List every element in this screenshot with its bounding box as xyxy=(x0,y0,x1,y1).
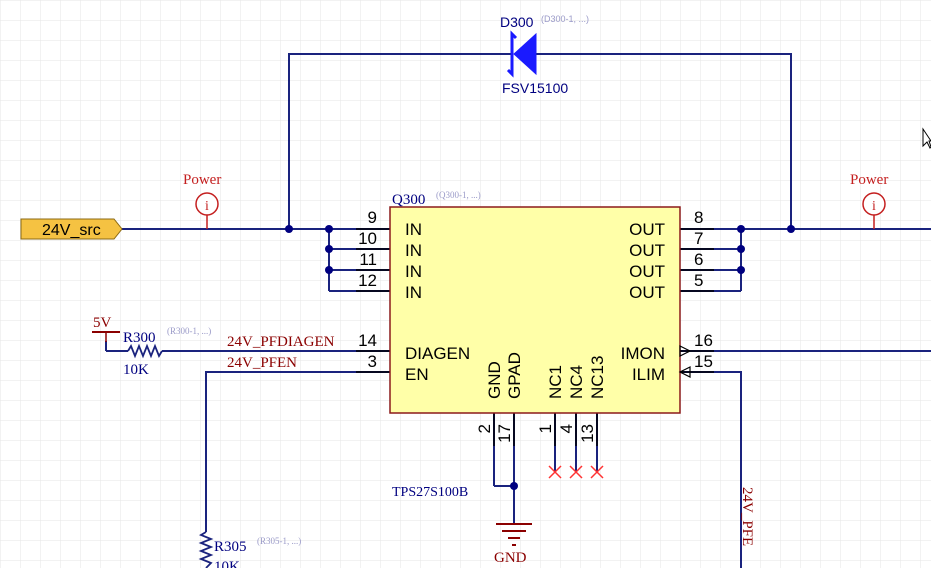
pin-output-arrow xyxy=(679,345,692,357)
pin-name-out-7: OUT xyxy=(629,241,665,260)
info-glyph: i xyxy=(205,199,209,214)
junction-dot[interactable] xyxy=(285,225,293,233)
resistor-zigzag-icon xyxy=(198,531,214,568)
pin-name-in-12: IN xyxy=(405,283,422,302)
port-24v-src[interactable]: 24V_src xyxy=(20,218,123,240)
pin-number-17: 17 xyxy=(495,424,514,443)
junction-dot[interactable] xyxy=(325,245,333,253)
resistor-annotation: (R300-1, ...) xyxy=(167,326,211,336)
no-connect-markers xyxy=(548,465,604,479)
no-connect-x-icon xyxy=(569,465,583,479)
pin-name-ilim: ILIM xyxy=(632,365,665,384)
resistor-designator: R305 xyxy=(214,539,247,555)
port-shape xyxy=(20,218,123,240)
pin-name-imon: IMON xyxy=(621,344,665,363)
pin-number-15: 15 xyxy=(694,352,713,371)
pin-number-13: 13 xyxy=(578,424,597,443)
ground-symbol-icon xyxy=(496,523,532,546)
wire-diode-anode[interactable] xyxy=(288,53,512,229)
power-port-gnd[interactable]: GND xyxy=(494,523,532,566)
supply-label: 5V xyxy=(93,315,112,331)
pin-number-9: 9 xyxy=(368,208,377,227)
pin-number-3: 3 xyxy=(368,352,377,371)
diode-designator: D300 xyxy=(500,14,534,30)
diode-value: FSV15100 xyxy=(502,80,568,96)
pin-name-in-9: IN xyxy=(405,220,422,239)
junction-dot[interactable] xyxy=(325,266,333,274)
junctions xyxy=(285,225,795,490)
info-glyph: i xyxy=(872,199,876,214)
pin-number-14: 14 xyxy=(358,331,377,350)
diode-annotation: (D300-1, ...) xyxy=(541,14,589,24)
junction-dot[interactable] xyxy=(737,225,745,233)
pin-lines xyxy=(356,228,714,446)
pin-name-gnd: GND xyxy=(485,361,504,399)
no-connect-x-icon xyxy=(590,465,604,479)
pin-number-4: 4 xyxy=(557,424,576,433)
pin-name-out-6: OUT xyxy=(629,262,665,281)
net-label-diagen[interactable]: 24V_PFDIAGEN xyxy=(227,334,335,350)
diode-d300[interactable]: D300 (D300-1, ...) FSV15100 xyxy=(500,14,589,96)
ic-annotation: (Q300-1, ...) xyxy=(436,190,481,200)
diode-cathode-bar-icon xyxy=(506,30,518,78)
junction-dot[interactable] xyxy=(510,482,518,490)
ic-designator: Q300 xyxy=(392,192,425,208)
pin-name-out-5: OUT xyxy=(629,283,665,302)
junction-dot[interactable] xyxy=(737,245,745,253)
resistor-designator: R300 xyxy=(123,330,156,346)
power-directive-left[interactable]: Power i xyxy=(183,172,221,229)
pin-number-11: 11 xyxy=(359,250,377,269)
pin-name-in-11: IN xyxy=(405,262,422,281)
pin-name-diagen: DIAGEN xyxy=(405,344,470,363)
pin-name-nc13: NC13 xyxy=(588,356,607,399)
resistor-value: 10K xyxy=(214,559,240,568)
resistor-zigzag-icon xyxy=(127,343,163,359)
pin-name-en: EN xyxy=(405,365,429,384)
pin-number-10: 10 xyxy=(358,229,377,248)
net-label-vertical[interactable]: 24V_PFE xyxy=(739,487,755,546)
junction-dot[interactable] xyxy=(737,266,745,274)
junction-dot[interactable] xyxy=(787,225,795,233)
power-directive-label: Power xyxy=(850,172,888,188)
wire-en[interactable] xyxy=(205,371,390,532)
pin-name-in-10: IN xyxy=(405,241,422,260)
pin-number-8: 8 xyxy=(694,208,703,227)
resistor-annotation: (R305-1, ...) xyxy=(257,536,301,546)
ic-q300[interactable]: Q300 (Q300-1, ...) TPS27S100B IN IN IN I… xyxy=(358,190,713,500)
pin-number-2: 2 xyxy=(475,424,494,433)
power-directive-label: Power xyxy=(183,172,221,188)
resistor-r300[interactable]: R300 (R300-1, ...) 10K xyxy=(123,326,211,378)
pin-number-7: 7 xyxy=(694,229,703,248)
diode-triangle-icon xyxy=(513,32,537,76)
pin-number-16: 16 xyxy=(694,331,713,350)
no-connect-x-icon xyxy=(548,465,562,479)
ground-label: GND xyxy=(494,550,527,566)
pin-input-arrow xyxy=(678,366,691,378)
pin-number-1: 1 xyxy=(536,424,555,433)
pin-name-nc4: NC4 xyxy=(567,365,586,399)
resistor-value: 10K xyxy=(123,362,149,378)
net-label-en[interactable]: 24V_PFEN xyxy=(227,355,297,371)
pin-number-12: 12 xyxy=(358,271,377,290)
power-port-5v[interactable]: 5V xyxy=(92,315,120,342)
ic-body[interactable] xyxy=(389,206,681,414)
resistor-r305[interactable]: R305 (R305-1, ...) 10K xyxy=(198,531,301,568)
pin-name-nc1: NC1 xyxy=(546,365,565,399)
port-label: 24V_src xyxy=(42,222,101,239)
pin-number-5: 5 xyxy=(694,271,703,290)
pin-name-out-8: OUT xyxy=(629,220,665,239)
junction-dot[interactable] xyxy=(325,225,333,233)
pin-number-6: 6 xyxy=(694,250,703,269)
power-directive-right[interactable]: Power i xyxy=(850,172,888,229)
ic-value: TPS27S100B xyxy=(392,485,468,500)
pin-name-gpad: GPAD xyxy=(505,352,524,399)
wire-diode-cathode[interactable] xyxy=(536,53,792,229)
